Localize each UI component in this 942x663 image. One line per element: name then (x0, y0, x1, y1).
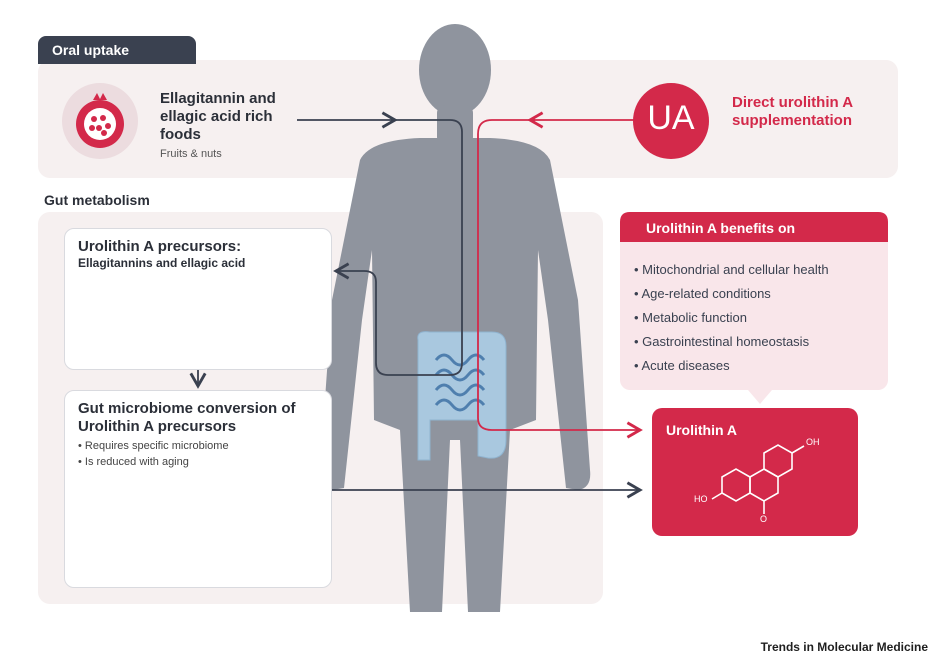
human-body-silhouette (319, 24, 591, 612)
ua-badge-label: UA (647, 99, 695, 137)
benefit-item-3: • Metabolic function (634, 310, 747, 325)
gut-metabolism-tab: Gut metabolism (44, 192, 150, 208)
benefit-item-1: • Mitochondrial and cellular health (634, 262, 829, 277)
oral-uptake-tab: Oral uptake (38, 36, 196, 64)
food-title: Ellagitannin and ellagic acid rich foods (160, 90, 276, 143)
conversion-bullet-1: • Requires specific microbiome (78, 440, 229, 452)
supplement-to-urolithin-arrow (477, 119, 643, 439)
conversion-card (64, 390, 332, 588)
urolithin-ho-label: HO (694, 494, 708, 504)
urolithin-a-structure (711, 444, 805, 514)
conversion-bullet-2: • Is reduced with aging (78, 456, 189, 468)
precursors-subtitle: Ellagitannins and ellagic acid (78, 256, 246, 270)
urolithin-oh-label: OH (806, 437, 820, 447)
food-subtitle: Fruits & nuts (160, 148, 222, 160)
footer-credit: Trends in Molecular Medicine (760, 640, 928, 654)
precursors-card (64, 228, 332, 370)
pomegranate-illustration (62, 83, 138, 159)
urolithin-o-label: O (760, 514, 768, 524)
benefit-item-5: • Acute diseases (634, 358, 730, 373)
benefits-header-bg (620, 212, 888, 242)
ua-supplement-badge (633, 83, 709, 159)
benefit-item-4: • Gastrointestinal homeostasis (634, 334, 810, 349)
to-precursors-arrow (333, 119, 463, 376)
benefits-panel-bg (620, 212, 888, 390)
precursors-title: Urolithin A precursors: (78, 238, 242, 255)
urolithin-a-box (652, 408, 858, 536)
benefits-title: Urolithin A benefits on (646, 220, 796, 236)
benefit-item-2: • Age-related conditions (634, 286, 771, 301)
urolithin-a-title: Urolithin A (666, 422, 738, 438)
conversion-title: Gut microbiome conversion of Urolithin A… (78, 400, 296, 435)
supplement-label: Direct urolithin A supplementation (732, 94, 853, 129)
